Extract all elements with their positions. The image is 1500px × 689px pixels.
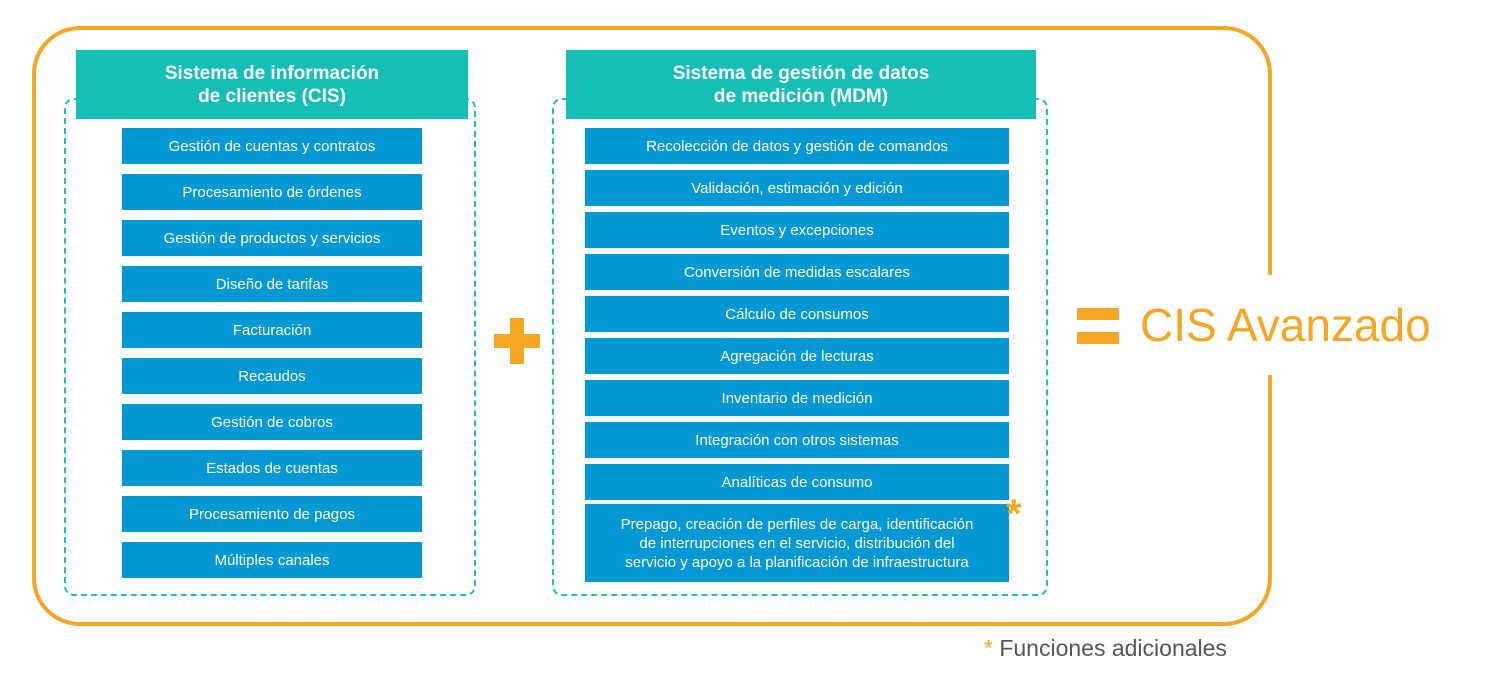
mdm-function-box: Analíticas de consumo — [585, 464, 1009, 500]
additional-asterisk-icon: * — [1006, 492, 1022, 536]
mdm-header-line2: de medición (MDM) — [713, 85, 889, 107]
mdm-function-box: Cálculo de consumos — [585, 296, 1009, 332]
cis-function-box: Recaudos — [122, 358, 422, 394]
cis-header: Sistema de información de clientes (CIS) — [76, 50, 468, 119]
mdm-additional-line1: Prepago, creación de perfiles de carga, … — [620, 515, 974, 533]
footnote-marker: * — [984, 635, 993, 661]
cis-header-line1: Sistema de información — [164, 62, 380, 84]
cis-function-box: Facturación — [122, 312, 422, 348]
mdm-function-box: Validación, estimación y edición — [585, 170, 1009, 206]
cis-function-box: Procesamiento de órdenes — [122, 174, 422, 210]
equals-icon — [1077, 308, 1119, 344]
mdm-additional-box: Prepago, creación de perfiles de carga, … — [585, 504, 1009, 582]
mdm-function-box: Recolección de datos y gestión de comand… — [585, 128, 1009, 164]
mdm-function-box: Inventario de medición — [585, 380, 1009, 416]
cis-header-line2: de clientes (CIS) — [198, 85, 346, 107]
frame-gap — [1262, 275, 1282, 375]
mdm-header-line1: Sistema de gestión de datos — [672, 62, 930, 84]
mdm-additional-line2: de interrupciones en el servicio, distri… — [639, 534, 955, 552]
cis-function-box: Gestión de productos y servicios — [122, 220, 422, 256]
cis-function-box: Gestión de cobros — [122, 404, 422, 440]
plus-icon — [494, 318, 540, 364]
cis-function-box: Estados de cuentas — [122, 450, 422, 486]
mdm-function-box: Eventos y excepciones — [585, 212, 1009, 248]
cis-function-box: Diseño de tarifas — [122, 266, 422, 302]
footnote-text: Funciones adicionales — [999, 635, 1227, 661]
footnote: * Funciones adicionales — [984, 634, 1227, 662]
cis-function-box: Múltiples canales — [122, 542, 422, 578]
mdm-function-box: Integración con otros sistemas — [585, 422, 1009, 458]
mdm-header: Sistema de gestión de datos de medición … — [566, 50, 1036, 119]
cis-function-box: Gestión de cuentas y contratos — [122, 128, 422, 164]
result-label: CIS Avanzado — [1140, 299, 1431, 351]
mdm-function-box: Conversión de medidas escalares — [585, 254, 1009, 290]
mdm-function-box: Agregación de lecturas — [585, 338, 1009, 374]
cis-function-box: Procesamiento de pagos — [122, 496, 422, 532]
mdm-additional-line3: servicio y apoyo a la planificación de i… — [625, 553, 969, 571]
